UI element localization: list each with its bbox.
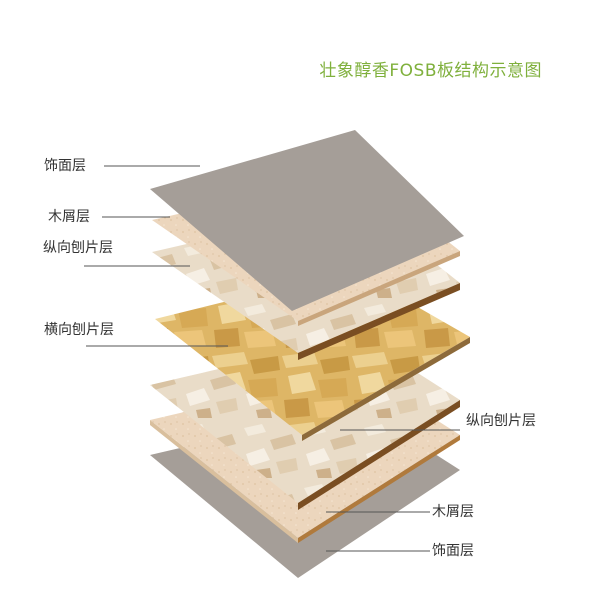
transverse-layer-side (302, 337, 470, 441)
wood-chip-layer-top-side (298, 251, 460, 326)
label-longitudinal-top: 纵向刨片层 (43, 240, 113, 256)
wood-chip-layer-bottom-side (298, 435, 460, 543)
wood-chip-layer-bottom-edge (150, 420, 298, 543)
page-title: 壮象醇香FOSB板结构示意图 (319, 61, 542, 81)
longitudinal-layer-bottom-side (298, 400, 460, 510)
label-wood-chip-bottom: 木屑层 (432, 504, 474, 520)
label-longitudinal-bottom: 纵向刨片层 (466, 413, 536, 429)
label-wood-chip-top: 木屑层 (48, 209, 90, 225)
label-facing-top: 饰面层 (44, 158, 86, 174)
longitudinal-layer-top-side (298, 283, 460, 360)
label-transverse: 横向刨片层 (44, 322, 114, 338)
label-facing-bottom: 饰面层 (432, 543, 474, 559)
facing-layer-top (150, 130, 464, 311)
